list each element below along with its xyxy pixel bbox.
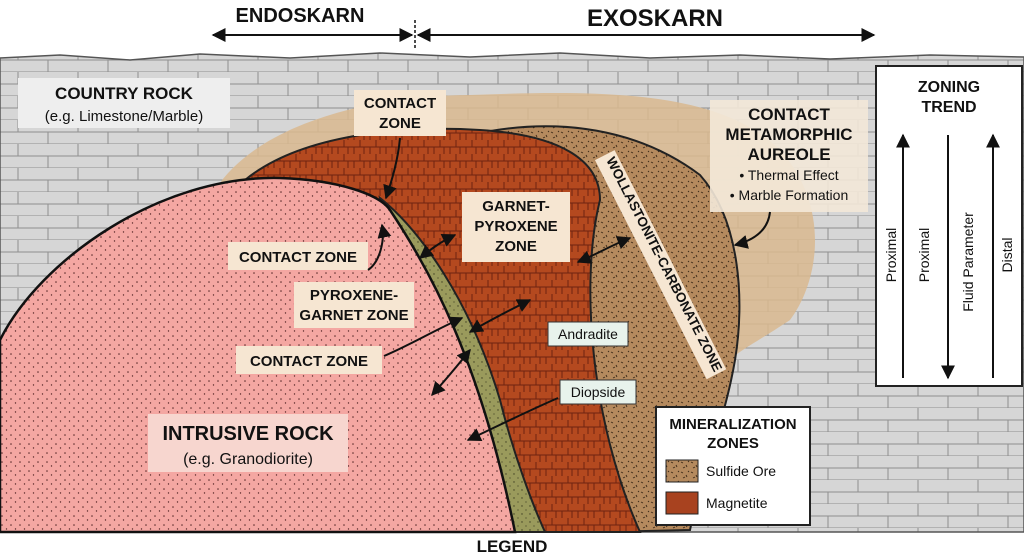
intrusive-sub: (e.g. Granodiorite): [183, 451, 313, 468]
zoning-title-1: ZONING: [918, 79, 980, 96]
country-rock-sub: (e.g. Limestone/Marble): [45, 108, 203, 125]
magnetite-label: Magnetite: [706, 495, 768, 511]
zoning-fluid-parameter: Fluid Parameter: [960, 212, 976, 312]
zoning-proximal-1: Proximal: [883, 228, 899, 282]
zoning-proximal-2: Proximal: [916, 228, 932, 282]
zoning-distal: Distal: [999, 237, 1015, 272]
country-rock-title: COUNTRY ROCK: [55, 84, 194, 103]
magnetite-swatch: [665, 491, 699, 515]
contact-zone-left: CONTACT ZONE: [239, 249, 357, 266]
intrusive-title: INTRUSIVE ROCK: [162, 423, 334, 445]
pyroxene-garnet-1: PYROXENE-: [310, 287, 398, 304]
thermal-effect: • Thermal Effect: [739, 167, 838, 183]
garnet-pyroxene-1: GARNET-: [482, 198, 550, 215]
garnet-pyroxene-3: ZONE: [495, 238, 537, 255]
contact-zone-lower: CONTACT ZONE: [250, 353, 368, 370]
aureole-title-3: AUREOLE: [747, 145, 830, 164]
andradite-label: Andradite: [558, 326, 618, 342]
aureole-title-2: METAMORPHIC: [725, 125, 852, 144]
marble-formation: • Marble Formation: [730, 187, 849, 203]
aureole-title-1: CONTACT: [748, 105, 830, 124]
exoskarn-label: EXOSKARN: [587, 5, 723, 32]
contact-zone-top-2: ZONE: [379, 115, 421, 132]
endoskarn-label: ENDOSKARN: [236, 5, 365, 27]
garnet-pyroxene-2: PYROXENE: [474, 218, 557, 235]
contact-zone-top-1: CONTACT: [364, 95, 436, 112]
legend-caption: LEGEND: [477, 537, 548, 556]
sulfide-ore-swatch: [665, 459, 699, 483]
mineralization-title-2: ZONES: [707, 435, 759, 452]
pyroxene-garnet-2: GARNET ZONE: [299, 307, 408, 324]
sulfide-ore-label: Sulfide Ore: [706, 463, 776, 479]
diopside-label: Diopside: [571, 384, 626, 400]
mineralization-title-1: MINERALIZATION: [669, 416, 796, 433]
zoning-title-2: TREND: [921, 99, 976, 116]
